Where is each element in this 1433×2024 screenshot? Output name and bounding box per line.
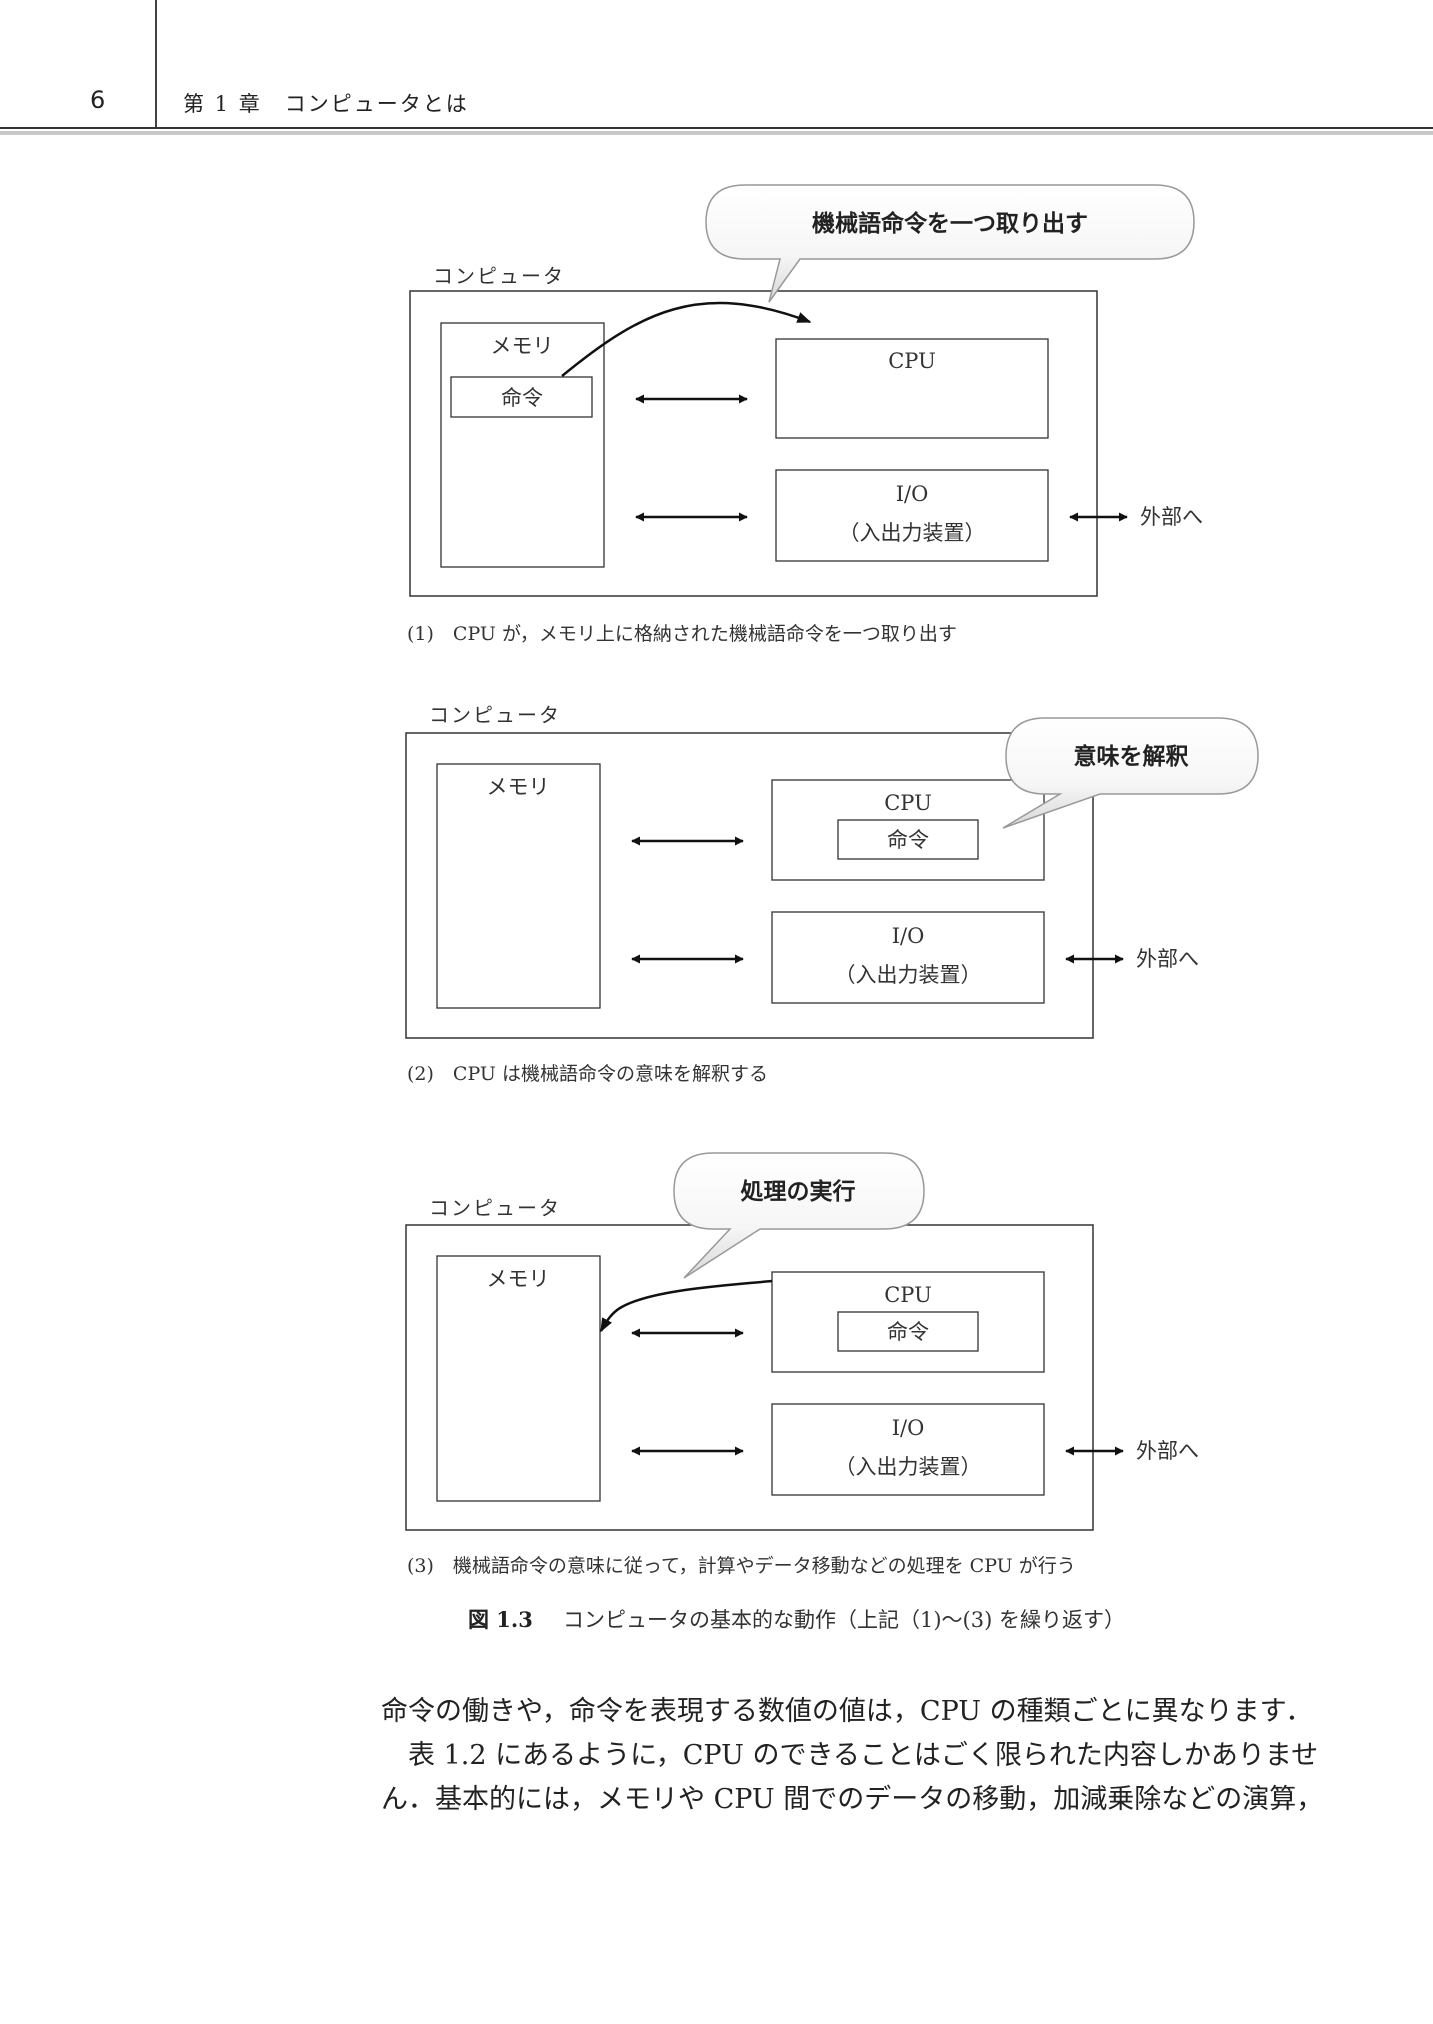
header-divider [155,0,157,128]
body-line: 表 1.2 にあるように，CPU のできることはごく限られた内容しかありませ [381,1740,1319,1771]
diagram-3: コンピュータ メモリ CPU 命令 I/O （入出力装置） 外部へ 処理の実行 … [405,1152,1199,1577]
speech-bubble-execute: 処理の実行 [673,1152,925,1279]
bubble-text: 意味を解釈 [1074,743,1189,770]
cpu-box [775,338,1049,439]
cpu-label: CPU [884,791,932,815]
io-sublabel: （入出力装置） [839,521,986,545]
cpu-box [771,779,1045,881]
io-box [775,469,1049,562]
external-label: 外部へ [1140,505,1203,529]
memory-box [436,1255,601,1502]
memory-label: メモリ [487,1267,550,1291]
body-line: ん．基本的には，メモリや CPU 間でのデータの移動，加減乗除などの演算， [381,1784,1324,1815]
io-sublabel: （入出力装置） [835,963,982,987]
io-box [771,911,1045,1004]
computer-box [409,290,1098,597]
figure-caption: 図 1.3 コンピュータの基本的な動作（上記（1)～(3) を繰り返す） [468,1607,1125,1632]
instruction-label: 命令 [501,386,543,410]
instruction-label: 命令 [887,828,929,852]
execute-arrow [599,1279,773,1333]
cpu-label: CPU [888,349,936,373]
computer-box [405,732,1094,1039]
external-label: 外部へ [1136,947,1199,971]
cpu-label: CPU [884,1283,932,1307]
body-text: 命令の働きや，命令を表現する数値の値は，CPU の種類ごとに異なります． 表 1… [381,1690,1324,1822]
caption: (3) 機械語命令の意味に従って，計算やデータ移動などの処理を CPU が行う [407,1555,1076,1577]
io-box [771,1403,1045,1496]
instruction-label: 命令 [887,1320,929,1344]
fetch-arrow [561,301,812,377]
bubble-text: 機械語命令を一つ取り出す [812,210,1088,237]
page-header: 6 第 1 章 コンピュータとは [0,0,1433,135]
caption: (1) CPU が，メモリ上に格納された機械語命令を一つ取り出す [407,623,957,645]
io-sublabel: （入出力装置） [835,1455,982,1479]
speech-bubble-decode: 意味を解釈 [1002,717,1259,829]
bubble-text: 処理の実行 [741,1178,856,1205]
instruction-box [837,819,979,860]
figure-caption-text: コンピュータの基本的な動作（上記（1)～(3) を繰り返す） [563,1608,1125,1632]
instruction-box [450,376,593,418]
io-label: I/O [892,1416,925,1440]
figure-number: 図 1.3 [468,1607,533,1632]
computer-label: コンピュータ [429,703,561,727]
diagram-2: コンピュータ メモリ CPU 命令 I/O （入出力装置） 外部へ 意味を解釈 … [405,703,1259,1085]
instruction-box [837,1311,979,1352]
memory-label: メモリ [487,775,550,799]
external-label: 外部へ [1136,1439,1199,1463]
caption: (2) CPU は機械語命令の意味を解釈する [407,1063,768,1085]
memory-box [440,322,605,568]
io-label: I/O [892,924,925,948]
body-line: 命令の働きや，命令を表現する数値の値は，CPU の種類ごとに異なります． [381,1696,1313,1727]
io-label: I/O [896,482,929,506]
diagram-1: コンピュータ メモリ 命令 CPU I/O （入出力装置） 外部へ 機械語命令を… [407,184,1203,645]
cpu-box [771,1271,1045,1373]
memory-label: メモリ [491,334,554,358]
memory-box [436,763,601,1009]
computer-label: コンピュータ [433,264,565,288]
header-rule [0,127,1433,129]
header-shadow-rule [0,131,1433,135]
computer-label: コンピュータ [429,1196,561,1220]
page-number: 6 [90,86,106,114]
speech-bubble-fetch: 機械語命令を一つ取り出す [705,184,1195,303]
chapter-title: 第 1 章 コンピュータとは [183,92,469,116]
